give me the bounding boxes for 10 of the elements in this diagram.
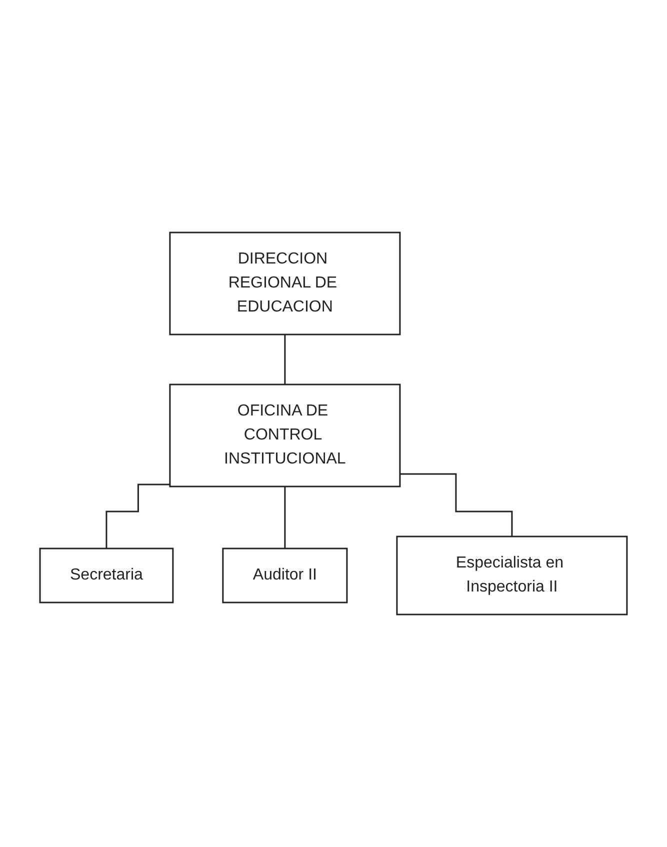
node-box <box>169 384 401 488</box>
connector <box>106 484 170 550</box>
connector <box>284 334 286 386</box>
node-box <box>396 536 628 616</box>
connector <box>400 473 513 538</box>
node-box <box>39 548 174 604</box>
node-box <box>222 548 348 604</box>
org-chart: DIRECCION REGIONAL DE EDUCACION OFICINA DE CONTROL INSTITUCIONAL Secretaria Auditor II Especialista en Inspectoria II <box>32 0 635 847</box>
node-box <box>169 232 401 336</box>
connector <box>284 486 286 550</box>
